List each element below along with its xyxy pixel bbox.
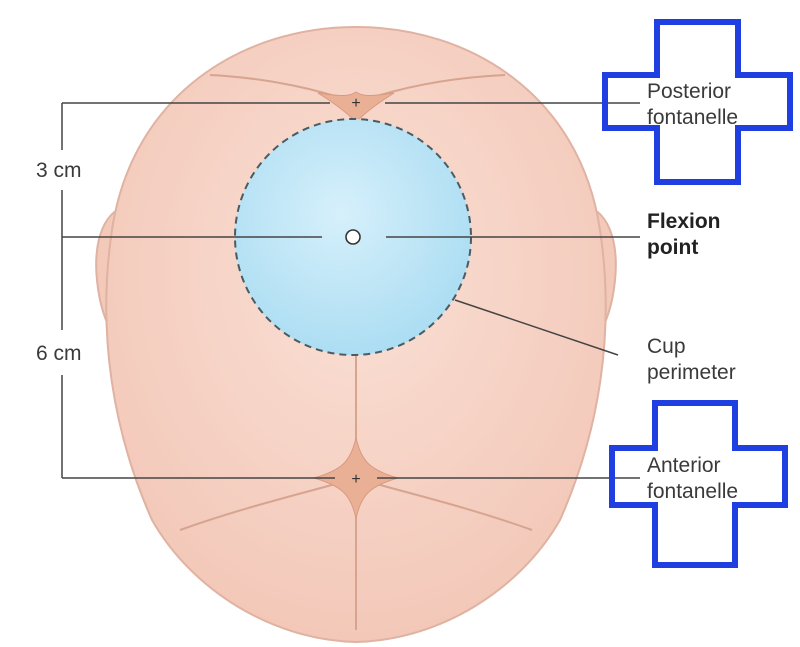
flexion-point-marker <box>345 229 361 245</box>
distance-upper-label: 3 cm <box>36 159 82 182</box>
plus-cross-outline-icon <box>609 400 788 568</box>
cup-leader <box>454 299 619 356</box>
plus-cross-outline-icon <box>602 19 793 185</box>
leader-lines <box>61 102 640 479</box>
posterior-fontanelle <box>317 91 395 123</box>
anterior-fontanelle <box>312 437 400 519</box>
cup-perimeter-label: Cup perimeter <box>647 335 736 384</box>
posterior-fontanelle-label: Posterior fontanelle <box>647 80 739 129</box>
posterior-plus-mark: + <box>351 95 360 112</box>
anterior-plus-mark: + <box>351 471 360 488</box>
distance-lower-label: 6 cm <box>36 342 82 365</box>
flexion-point-label: Flexion point <box>647 210 721 259</box>
anterior-fontanelle-label: Anterior fontanelle <box>647 454 739 503</box>
